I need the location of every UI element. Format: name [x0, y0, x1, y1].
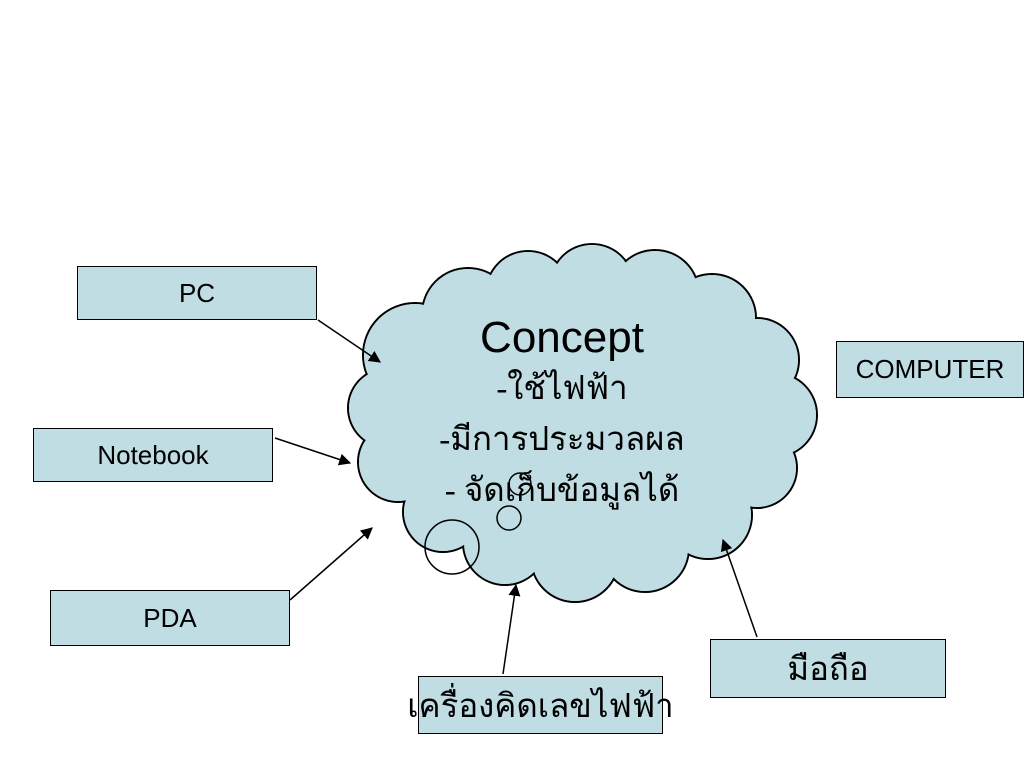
arrow-pda-to-cloud	[289, 527, 373, 601]
box-electric-calculator-label: เครื่องคิดเลขไฟฟ้า	[407, 688, 674, 725]
cloud-line-2: -มีการประมวลผล	[439, 422, 685, 458]
box-notebook: Notebook	[33, 428, 273, 482]
box-mobile-phone: มือถือ	[710, 639, 946, 698]
box-computer-label: COMPUTER	[855, 354, 1005, 384]
box-electric-calculator: เครื่องคิดเลขไฟฟ้า	[407, 676, 674, 734]
cloud-shape-fill	[349, 245, 816, 601]
cloud-title: Concept	[480, 313, 644, 362]
cloud-text-block: Concept -ใช้ไฟฟ้า -มีการประมวลผล - จัดเก…	[397, 312, 727, 517]
box-pda: PDA	[50, 590, 290, 646]
arrow-notebook-to-cloud	[274, 437, 352, 466]
arrow-calculator-to-cloud	[502, 583, 521, 675]
cloud-line-3: - จัดเก็บข้อมูลได้	[444, 473, 680, 509]
box-notebook-label: Notebook	[97, 439, 209, 470]
box-pc-label: PC	[178, 277, 216, 308]
box-computer: COMPUTER	[836, 341, 1024, 398]
box-pc: PC	[77, 266, 317, 320]
arrow-mobile-to-cloud	[720, 538, 758, 638]
box-mobile-phone-label: มือถือ	[787, 652, 869, 688]
cloud-line-1: -ใช้ไฟฟ้า	[496, 371, 628, 407]
cloud-bubble-circles	[424, 472, 532, 575]
box-pda-label: PDA	[143, 602, 197, 633]
arrow-pc-to-cloud	[317, 319, 381, 363]
